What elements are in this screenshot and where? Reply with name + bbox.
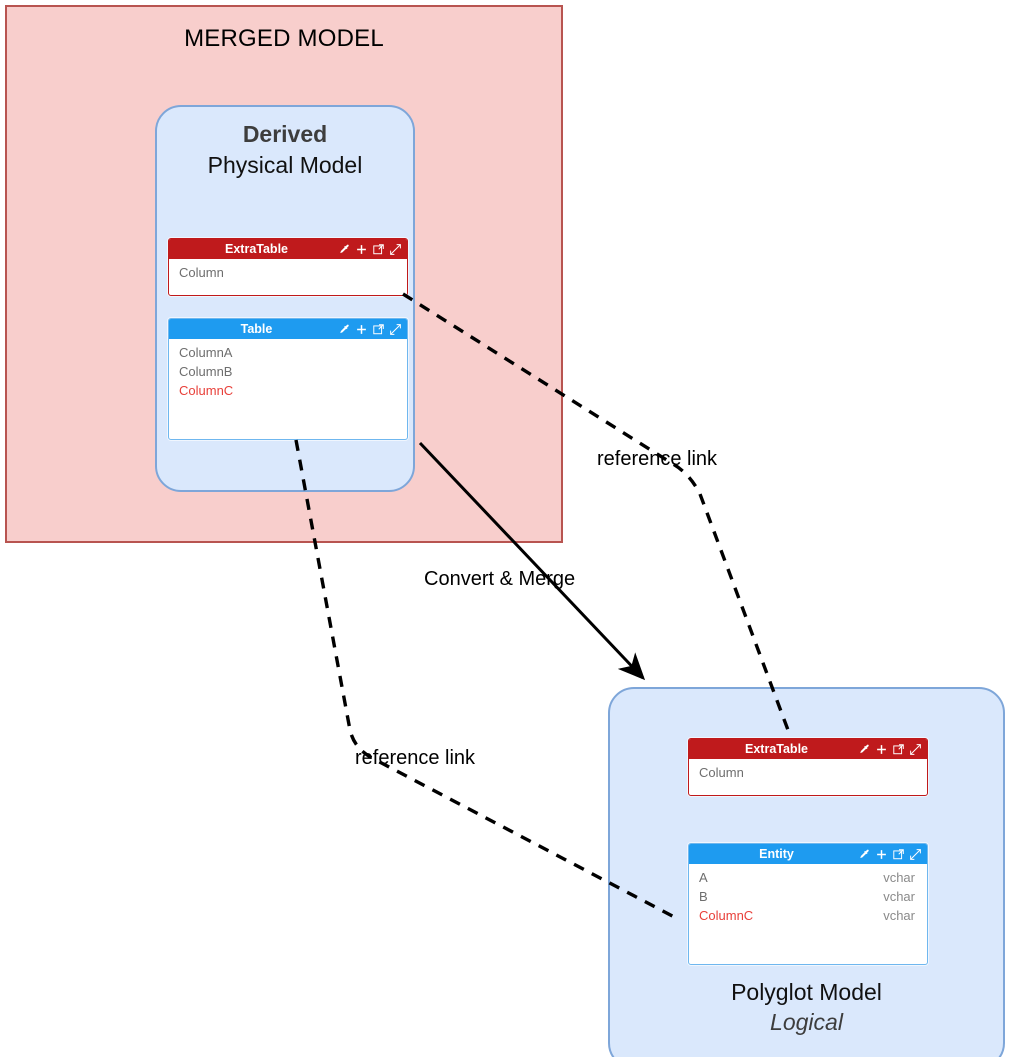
expand-diagonal-icon[interactable] [909, 743, 922, 756]
table-card-table-derived[interactable]: Table [168, 318, 408, 440]
table-row[interactable]: ColumnA [169, 343, 407, 362]
eyedropper-icon[interactable] [858, 848, 871, 861]
column-type: vchar [883, 870, 915, 885]
polyglot-model-title-secondary: Logical [770, 1009, 843, 1035]
edge-label-reference-link-extratable: reference link [597, 448, 718, 470]
column-name: ColumnA [179, 345, 233, 360]
expand-diagonal-icon[interactable] [909, 848, 922, 861]
expand-diagonal-icon[interactable] [389, 243, 402, 256]
column-name: A [699, 870, 708, 885]
table-card-icon-group [338, 243, 403, 256]
table-card-header[interactable]: ExtraTable [169, 239, 407, 259]
eyedropper-icon[interactable] [338, 323, 351, 336]
table-row[interactable]: Column [689, 763, 927, 782]
expand-diagonal-icon[interactable] [389, 323, 402, 336]
edge-label-reference-link-columnc: reference link [355, 747, 476, 769]
derived-model-title-primary: Derived [242, 121, 328, 147]
table-card-icon-group [858, 743, 923, 756]
plus-icon[interactable] [355, 323, 368, 336]
table-row[interactable]: ColumnB [169, 362, 407, 381]
open-external-icon[interactable] [372, 243, 385, 256]
table-card-title: Table [240, 322, 273, 336]
plus-icon[interactable] [875, 743, 888, 756]
table-card-title: ExtraTable [225, 242, 288, 256]
merged-model-title: MERGED MODEL [184, 25, 384, 52]
column-name: ColumnC [699, 908, 754, 923]
column-name: ColumnC [179, 383, 234, 398]
table-row[interactable]: ColumnC vchar [689, 906, 927, 925]
column-name: Column [699, 765, 744, 780]
column-name: B [699, 889, 708, 904]
eyedropper-icon[interactable] [858, 743, 871, 756]
table-row[interactable]: Column [169, 263, 407, 282]
derived-model-title-secondary: Physical Model [207, 152, 363, 178]
open-external-icon[interactable] [892, 848, 905, 861]
plus-icon[interactable] [355, 243, 368, 256]
table-card-title: Entity [759, 847, 794, 861]
table-card-body: Column [169, 259, 407, 295]
table-card-icon-group [338, 323, 403, 336]
polyglot-model-title-primary: Polyglot Model [731, 979, 882, 1005]
column-name: Column [179, 265, 224, 280]
table-card-header[interactable]: ExtraTable [689, 739, 927, 759]
table-card-extratable-derived[interactable]: ExtraTable [168, 238, 408, 296]
table-card-entity-polyglot[interactable]: Entity [688, 843, 928, 965]
table-row[interactable]: A vchar [689, 868, 927, 887]
table-card-title: ExtraTable [745, 742, 808, 756]
table-card-extratable-polyglot[interactable]: ExtraTable [688, 738, 928, 796]
column-type: vchar [883, 889, 915, 904]
table-card-header[interactable]: Entity [689, 844, 927, 864]
table-row[interactable]: ColumnC [169, 381, 407, 400]
open-external-icon[interactable] [892, 743, 905, 756]
table-card-body: Column [689, 759, 927, 795]
table-row[interactable]: B vchar [689, 887, 927, 906]
eyedropper-icon[interactable] [338, 243, 351, 256]
column-type: vchar [883, 908, 915, 923]
open-external-icon[interactable] [372, 323, 385, 336]
column-name: ColumnB [179, 364, 233, 379]
table-card-icon-group [858, 848, 923, 861]
table-card-header[interactable]: Table [169, 319, 407, 339]
table-card-body: ColumnA ColumnB ColumnC [169, 339, 407, 405]
table-card-body: A vchar B vchar ColumnC vchar [689, 864, 927, 930]
plus-icon[interactable] [875, 848, 888, 861]
edge-label-convert-merge: Convert & Merge [424, 568, 576, 590]
